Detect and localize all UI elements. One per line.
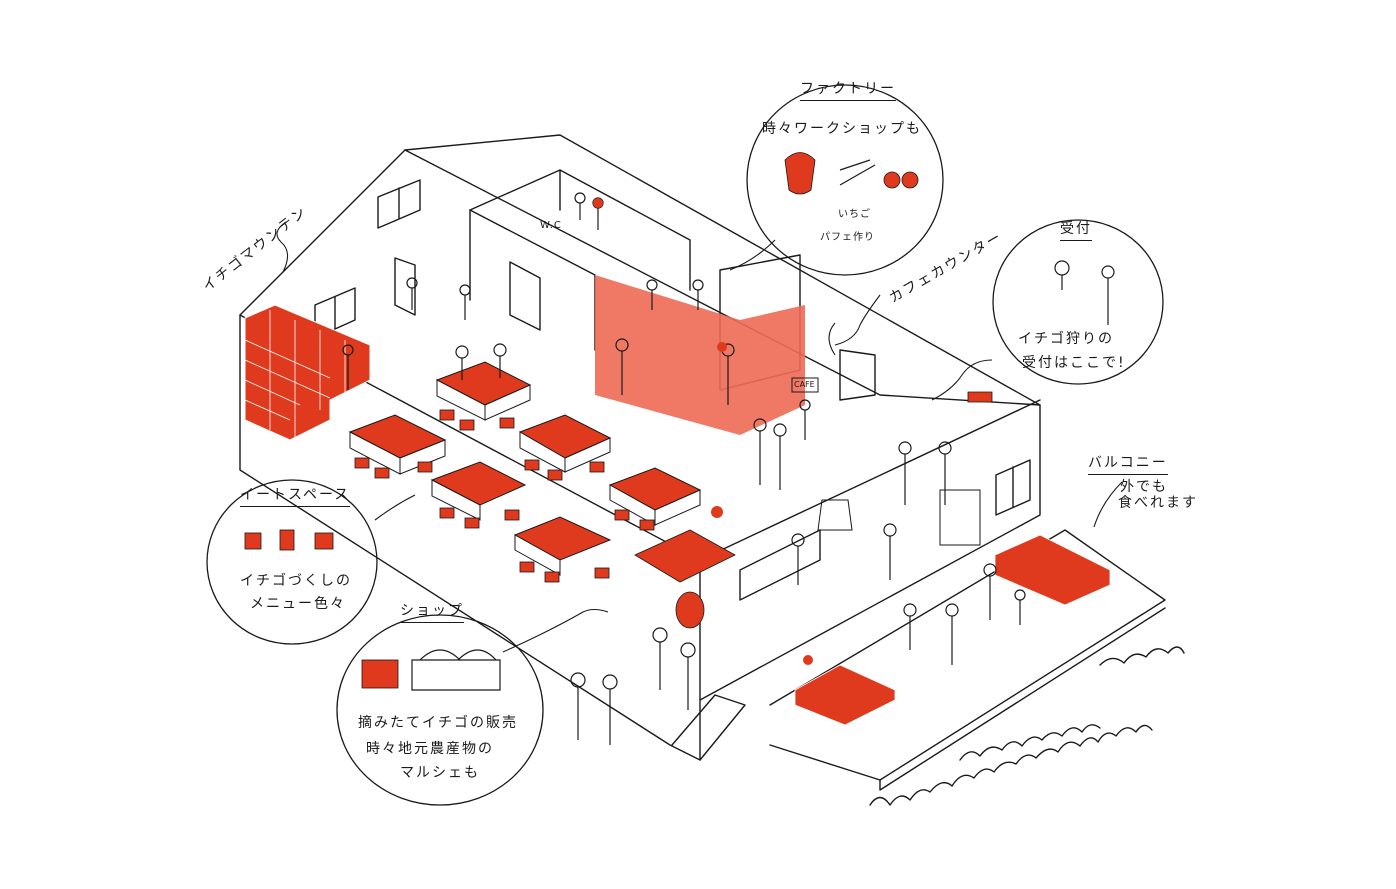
people [342,192,1115,745]
shop-title: ショップ [400,600,464,623]
stools [354,409,655,583]
reception-callout [992,219,1164,385]
balcony-line1: 外でも [1120,479,1168,495]
factory-zone [595,275,805,435]
shop-display [244,152,993,689]
eat-callout [206,479,378,645]
reception-line2: 受付はここで! [1022,355,1126,371]
factory-item2: パフェ作り [820,232,875,243]
balcony-line2: 食べれます [1118,495,1198,511]
trees [869,724,1153,806]
balcony-title: バルコニー [1088,452,1168,475]
balcony-outline [769,529,1166,781]
factory-title: ファクトリー [800,78,896,101]
cafe-sign: CAFE [794,380,815,389]
shop-line2: 時々地元農産物の [366,741,494,757]
eat-line1: イチゴづくしの [240,573,352,589]
shop-callout [336,614,544,806]
factory-subtitle: 時々ワークショップも [762,121,922,137]
balcony-seating [794,534,1111,726]
reception-line1: イチゴ狩りの [1018,331,1114,347]
shop-line1: 摘みたてイチゴの販売 [358,715,518,731]
wc-label: W.C [540,220,562,231]
reception-title: 受付 [1060,218,1092,241]
building-outline [239,134,1041,761]
strawberry-mountain [244,304,371,441]
shop-line3: マルシェも [400,765,480,781]
factory-callout [746,84,944,276]
eat-space-title: イートスペース [240,484,351,507]
eat-line2: メニュー色々 [250,596,346,612]
factory-item: いちご [838,209,871,220]
